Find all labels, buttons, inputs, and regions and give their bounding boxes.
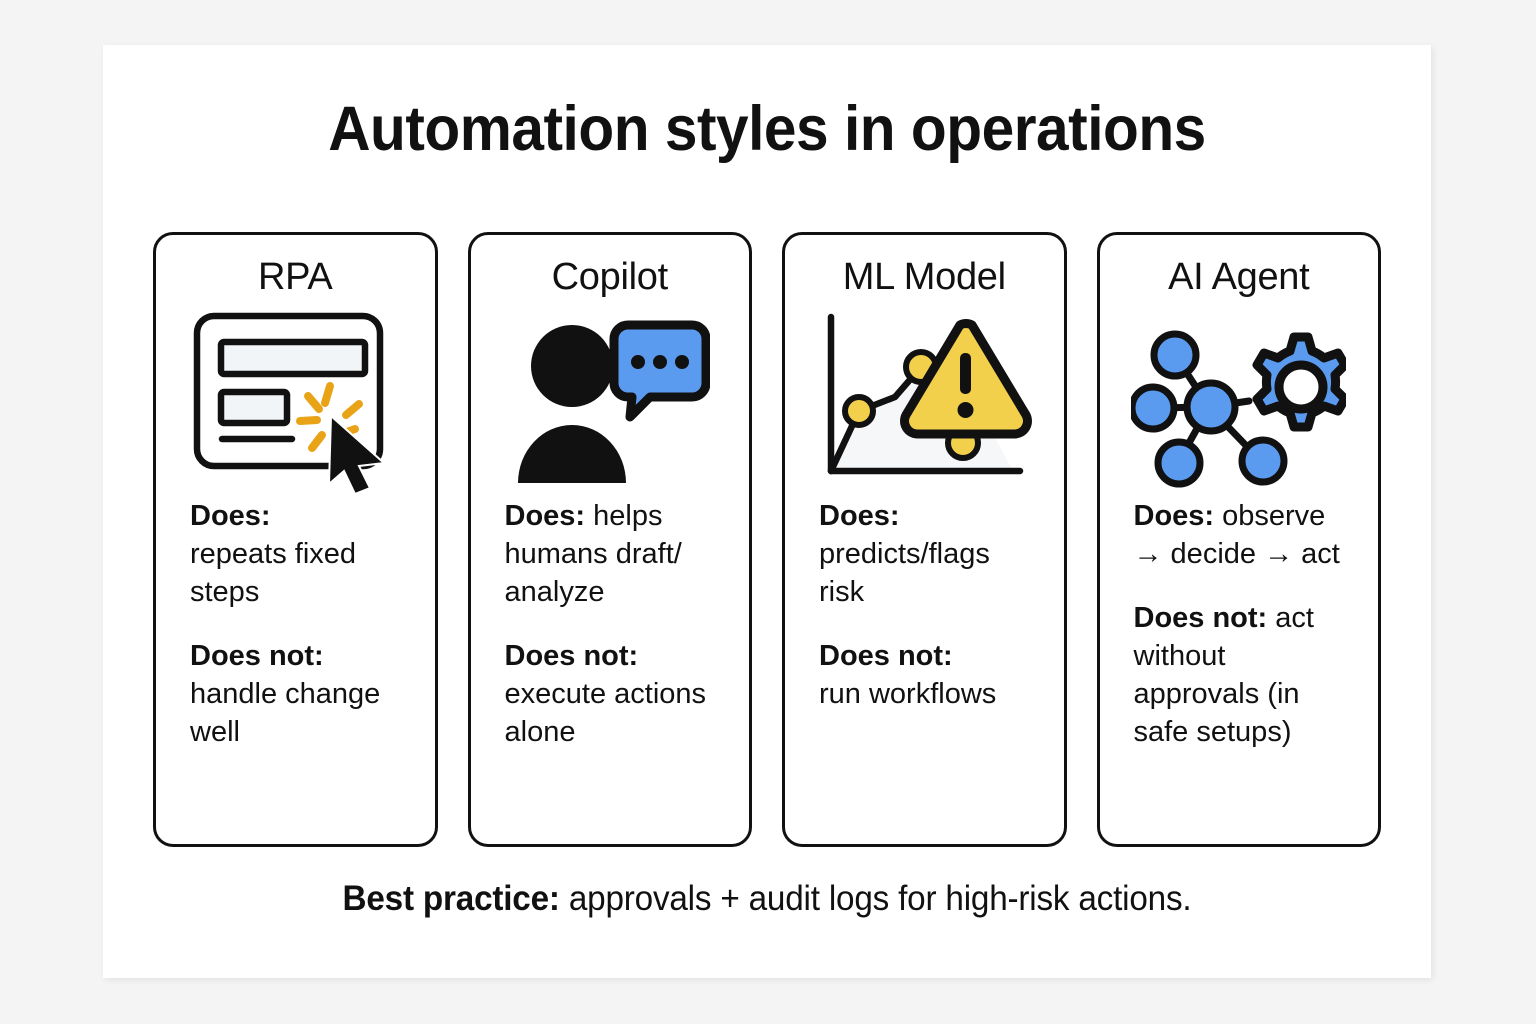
does-not-label: Does not: [819, 639, 953, 672]
card-copilot[interactable]: Copilot Does: [467, 232, 752, 847]
does-block: Does: predicts/flags risk [819, 498, 1034, 612]
card-title-copilot: Copilot [551, 256, 668, 298]
does-not-label: Does not: [504, 639, 639, 672]
does-block: Does: repeats fixed steps [190, 498, 405, 612]
does-text: repeats fixed steps [190, 537, 357, 608]
ml-chart-warning-icon [785, 303, 1064, 498]
copilot-person-chat-icon [471, 303, 750, 498]
footer-label: Best practice: [342, 879, 560, 918]
card-title-ai-agent: AI Agent [1168, 256, 1310, 298]
does-not-text: execute actions alone [504, 677, 707, 748]
does-not-text: handle change well [190, 677, 381, 748]
does-not-block: Does not: execute actions alone [505, 638, 720, 752]
does-not-block: Does not: handle change well [190, 638, 405, 752]
does-text: helps humans draft/ analyze [504, 500, 682, 608]
does-block: Does: helps humans draft/ analyze [505, 498, 720, 612]
card-title-ml-model: ML Model [842, 256, 1006, 298]
does-label: Does: [190, 500, 271, 532]
does-label: Does: [819, 500, 900, 532]
card-body-rpa: Does: repeats fixed steps Does not: hand… [156, 498, 435, 752]
does-label: Does: [1133, 500, 1215, 532]
does-text: observe → decide → act [1133, 500, 1340, 570]
page-title: Automation styles in operations [328, 94, 1206, 164]
does-not-label: Does not: [1133, 601, 1268, 634]
card-body-ml-model: Does: predicts/flags risk Does not: run … [785, 498, 1064, 714]
card-ml-model[interactable]: ML Model [782, 232, 1067, 847]
footer-note: Best practice: approvals + audit logs fo… [136, 879, 1398, 919]
footer-text: approvals + audit logs for high-risk act… [568, 879, 1192, 918]
does-not-text: act without approvals (in safe setups) [1133, 601, 1314, 748]
does-text: predicts/flags risk [819, 537, 990, 608]
card-rpa[interactable]: RPA [153, 232, 438, 847]
rpa-form-cursor-icon [156, 303, 435, 498]
content-panel: Automation styles in operations RPA [103, 45, 1431, 978]
card-title-rpa: RPA [258, 256, 333, 298]
does-label: Does: [504, 500, 586, 532]
does-not-block: Does not: run workflows [819, 638, 1034, 714]
does-block: Does: observe → decide → act [1134, 498, 1349, 574]
card-ai-agent[interactable]: AI Agent [1096, 232, 1381, 847]
card-body-copilot: Does: helps humans draft/ analyze Does n… [471, 498, 750, 752]
does-not-text: run workflows [819, 677, 997, 710]
card-body-ai-agent: Does: observe → decide → act Does not: a… [1100, 498, 1379, 752]
automation-style-cards: RPA [153, 232, 1381, 847]
ai-agent-network-gear-icon [1100, 303, 1379, 498]
does-not-block: Does not: act without approvals (in safe… [1134, 600, 1349, 752]
does-not-label: Does not: [190, 639, 324, 672]
